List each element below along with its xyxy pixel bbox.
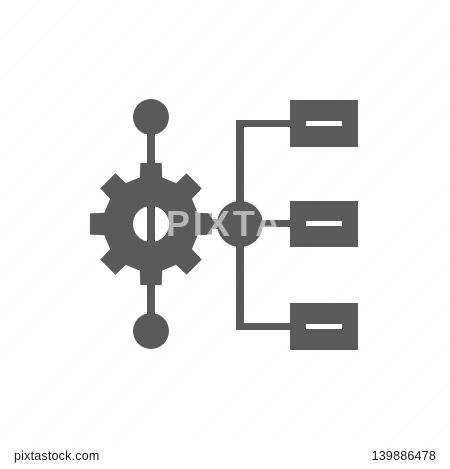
gear-icon — [89, 162, 213, 286]
footer-bar: pixtastock.com 139886478 — [0, 443, 450, 469]
branch-vertical-line — [236, 120, 244, 330]
process-workflow-icon — [89, 99, 358, 350]
branch-top-line — [236, 120, 294, 127]
top-box-slot — [306, 121, 342, 126]
branch-bottom-line — [236, 323, 294, 330]
bottom-box-slot — [306, 324, 342, 329]
site-name: pixtastock.com — [14, 449, 100, 463]
watermark-text: PIXTA — [166, 203, 284, 244]
middle-box-slot — [306, 221, 342, 226]
bottom-node-circle — [133, 313, 169, 349]
image-number: 139886478 — [371, 449, 436, 463]
branch-middle-line — [250, 220, 294, 227]
vertical-connector — [147, 130, 155, 330]
top-node-circle — [133, 99, 169, 135]
